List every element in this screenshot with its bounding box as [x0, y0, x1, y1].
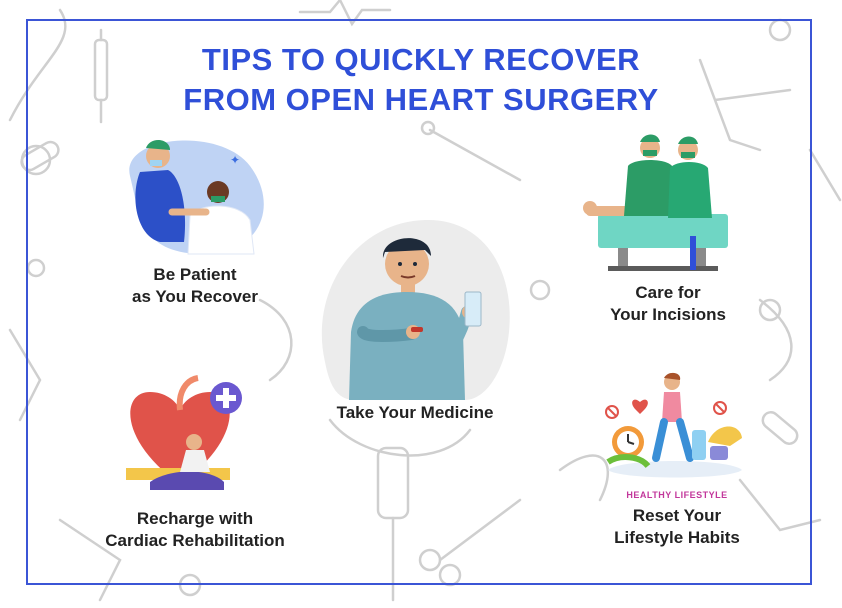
tip-lifestyle-line1: Reset Your [632, 506, 722, 525]
tip-lifestyle-caption: Reset Your Lifestyle Habits [597, 505, 757, 549]
surgeons-illustration [583, 134, 728, 271]
healthy-lifestyle-badge: HEALTHY LIFESTYLE [626, 490, 728, 500]
tip-rehab-line1: Recharge with [136, 509, 254, 528]
tip-incisions-line2: Your Incisions [610, 305, 726, 324]
healthy-lifestyle-illustration [605, 372, 742, 478]
content-frame [26, 19, 812, 585]
title-line-1: TIPS TO QUICKLY RECOVER [201, 42, 641, 77]
tip-patient-line2: as You Recover [132, 287, 258, 306]
tip-rehab-line2: Cardiac Rehabilitation [105, 531, 285, 550]
svg-text:✦: ✦ [230, 153, 240, 167]
tip-incisions-line1: Care for [635, 283, 701, 302]
doctor-patient-illustration: ✦ [129, 139, 264, 255]
tip-patient-line1: Be Patient [153, 265, 237, 284]
tip-lifestyle-line2: Lifestyle Habits [614, 528, 740, 547]
tip-medicine-line1: Take Your Medicine [336, 403, 494, 422]
tip-medicine-caption: Take Your Medicine [305, 402, 525, 424]
man-with-medicine-illustration [321, 219, 510, 400]
tip-patient-caption: Be Patient as You Recover [105, 264, 285, 308]
title-line-2: FROM OPEN HEART SURGERY [183, 82, 659, 117]
tip-incisions-caption: Care for Your Incisions [588, 282, 748, 326]
cardiac-rehab-illustration [126, 375, 242, 490]
tip-rehab-caption: Recharge with Cardiac Rehabilitation [80, 508, 310, 552]
